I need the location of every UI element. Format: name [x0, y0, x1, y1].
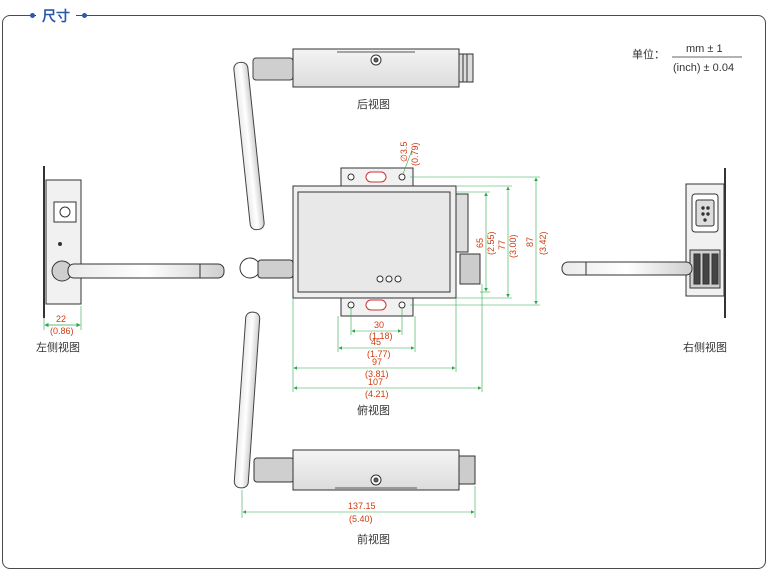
svg-text:(3.81): (3.81) — [365, 369, 389, 379]
svg-text:∅3.5: ∅3.5 — [399, 142, 409, 162]
title-dot-left — [30, 13, 35, 18]
svg-text:(4.21): (4.21) — [365, 389, 389, 399]
dim-137-inch: (5.40) — [349, 514, 373, 524]
svg-text:(0.79): (0.79) — [410, 142, 420, 166]
svg-text:22: 22 — [56, 314, 66, 324]
front-view — [233, 311, 476, 491]
tolerance-note: 单位： mm ± 1 (inch) ± 0.04 — [632, 43, 742, 74]
svg-text:(3.00): (3.00) — [508, 234, 518, 258]
left-side-view — [43, 166, 225, 318]
top-view-label: 俯视图 — [357, 403, 390, 417]
top-view-dim-text: 30 (1.18) 45 (1.77) 97 (3.81) 107 (4.21)… — [365, 142, 548, 399]
front-view-label: 前视图 — [357, 532, 390, 546]
svg-text:97: 97 — [372, 357, 382, 367]
tolerance-numerator: mm ± 1 — [686, 43, 723, 55]
tolerance-denominator: (inch) ± 0.04 — [673, 62, 734, 74]
svg-text:30: 30 — [374, 320, 384, 330]
dim-22: 22 (0.86) — [43, 306, 82, 336]
svg-text:87: 87 — [525, 237, 535, 247]
top-view-dimensions — [292, 149, 540, 392]
top-view — [239, 167, 481, 317]
title-dot-right — [82, 13, 87, 18]
right-view-label: 右侧视图 — [683, 340, 727, 354]
svg-text:45: 45 — [371, 337, 381, 347]
section-title: 尺寸 — [36, 6, 76, 26]
dim-137 — [241, 486, 476, 518]
svg-text:107: 107 — [368, 377, 383, 387]
svg-text:(3.42): (3.42) — [538, 231, 548, 255]
left-view-label: 左侧视图 — [36, 340, 80, 354]
rear-view-label: 后视图 — [357, 97, 390, 111]
tolerance-prefix: 单位： — [632, 47, 665, 61]
diagram-frame — [2, 15, 766, 569]
dim-137-value: 137.15 — [348, 501, 376, 511]
svg-text:(2.55): (2.55) — [486, 231, 496, 255]
rear-view — [233, 48, 474, 231]
right-side-view — [561, 168, 726, 318]
svg-text:(1.77): (1.77) — [367, 349, 391, 359]
svg-text:65: 65 — [475, 238, 485, 248]
svg-text:(0.86): (0.86) — [50, 326, 74, 336]
svg-text:(1.18): (1.18) — [369, 331, 393, 341]
svg-text:77: 77 — [497, 240, 507, 250]
